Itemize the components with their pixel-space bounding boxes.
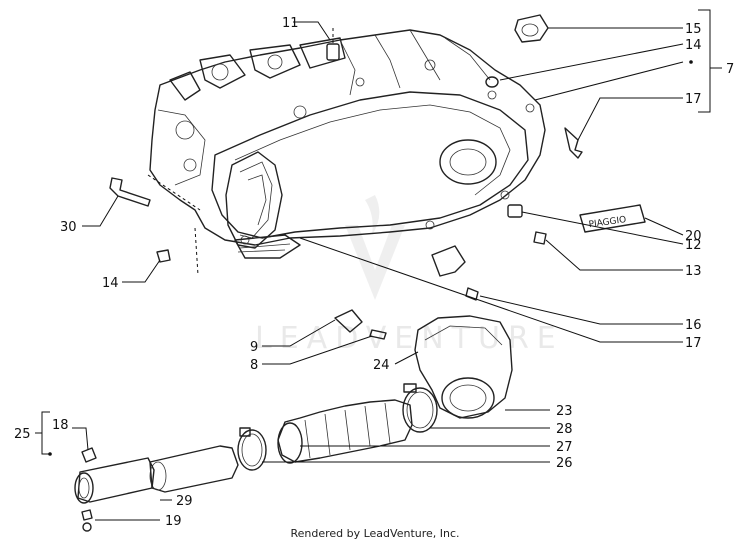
callout-16: 16: [685, 318, 702, 333]
callout-20: 20: [685, 229, 702, 244]
part-bracket-16: [431, 245, 479, 301]
part-clamp-9: [334, 309, 387, 340]
callout-30: 30: [60, 220, 77, 235]
callout-29: 29: [176, 494, 193, 509]
part-bolt-17-top: [564, 127, 583, 159]
callout-24: 24: [373, 358, 390, 373]
callout-27: 27: [556, 440, 573, 455]
callout-7: 7: [726, 62, 734, 77]
part-washer-14-top: [485, 76, 499, 88]
callout-25: 25: [14, 427, 31, 442]
callout-26: 26: [556, 456, 573, 471]
callout-15: 15: [685, 22, 702, 37]
part-clip-12: [507, 204, 523, 218]
callout-11: 11: [282, 16, 299, 31]
callout-14-top: 14: [685, 38, 702, 53]
callout-8: 8: [250, 358, 258, 373]
callout-23: 23: [556, 404, 573, 419]
piaggio-badge: PIAGGIO: [579, 204, 646, 233]
hose-clamp-23: [402, 383, 438, 433]
callout-18: 18: [52, 418, 69, 433]
part-bolt-30: [109, 177, 151, 207]
watermark-text: LEADVENTURE: [255, 321, 564, 356]
render-credit: Rendered by LeadVenture, Inc.: [290, 527, 460, 540]
part-screw-13: [533, 231, 547, 245]
callout-28: 28: [556, 422, 573, 437]
callout-19: 19: [165, 514, 182, 529]
callout-12: 12: [685, 238, 702, 253]
hose-clamp-26: [237, 427, 267, 471]
tube-assembly-25: [74, 445, 239, 532]
callout-14-left: 14: [102, 276, 119, 291]
intake-duct-24: [414, 315, 513, 419]
callout-9: 9: [250, 340, 258, 355]
part-mount-15: [514, 14, 549, 43]
callout-labels: 11 15 14 7 17 30 14 20 12 13 16 17 9 8 2…: [14, 16, 734, 529]
leader-lines: [35, 9, 722, 521]
callout-17-bottom: 17: [685, 336, 702, 351]
bellows-27: [277, 399, 413, 464]
callout-13: 13: [685, 264, 702, 279]
part-stud-11: [326, 28, 340, 61]
callout-17-top: 17: [685, 92, 702, 107]
part-washer-14-left: [156, 249, 171, 263]
watermark: LEADVENTURE: [255, 195, 564, 356]
crankcase-assembly: [147, 29, 546, 276]
